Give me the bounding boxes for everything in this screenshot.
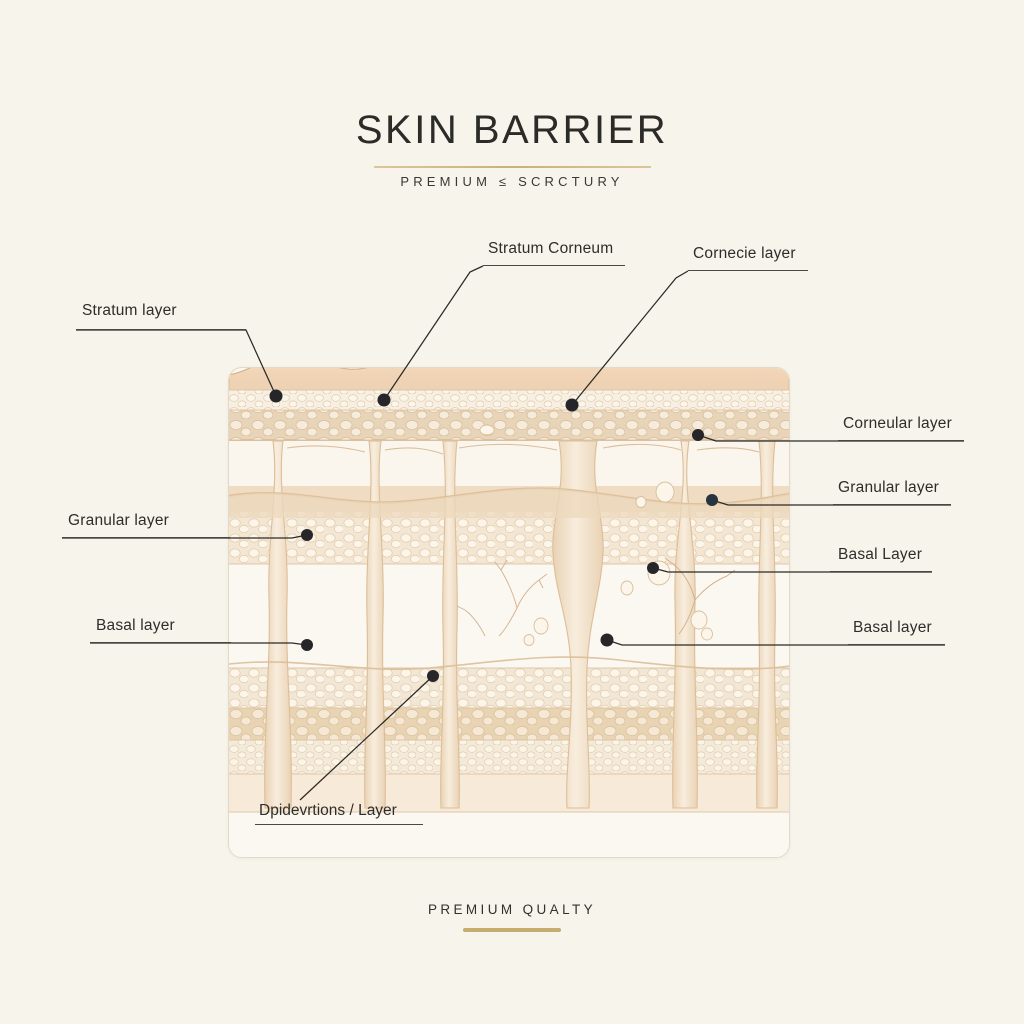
- label-text: Stratum layer: [82, 302, 177, 319]
- label-rule-granular-layer-right: [833, 504, 951, 506]
- label-rule-corneular-layer: [838, 440, 964, 442]
- label-rule-stratum-corneum: [483, 265, 625, 267]
- callout-label-stratum-corneum[interactable]: Stratum Corneum: [486, 240, 615, 261]
- cellular-structure-art: [229, 389, 789, 813]
- label-text: Granular layer: [838, 479, 940, 496]
- skin-cross-section-panel: Dpidevrtions / Layer: [228, 367, 790, 858]
- callout-label-granular-layer-left[interactable]: Granular layer: [66, 512, 171, 533]
- label-rule-basal-layer-left: [90, 642, 231, 644]
- callout-label-basal-layer-right[interactable]: Basal Layer: [836, 546, 924, 567]
- title-divider: [374, 166, 651, 168]
- label-text: Cornecie layer: [693, 245, 796, 262]
- label-text: Granular layer: [68, 512, 170, 529]
- label-rule-cornecie-layer: [688, 270, 808, 272]
- footer-caption: PREMIUM QUALTY: [427, 902, 597, 917]
- callout-label-granular-layer-right[interactable]: Granular layer: [836, 479, 941, 500]
- page-title: SKIN BARRIER: [355, 108, 669, 152]
- callout-label-basal-layer-right-2[interactable]: Basal layer: [851, 619, 934, 640]
- label-text: Stratum Corneum: [488, 240, 614, 257]
- label-rule-stratum-layer: [76, 329, 246, 331]
- label-rule-granular-layer-left: [62, 537, 230, 539]
- callout-label-stratum-layer[interactable]: Stratum layer: [80, 302, 179, 323]
- footer-divider: [463, 928, 561, 932]
- layer-band-base: [229, 812, 789, 857]
- label-rule-basal-layer-right: [830, 571, 932, 573]
- page-subtitle: PREMIUM ≤ SCRCTURY: [400, 174, 624, 189]
- callout-label-cornecie-layer[interactable]: Cornecie layer: [691, 245, 798, 266]
- epidermis-layer-label-rule: [255, 824, 423, 826]
- label-text: Basal layer: [853, 619, 932, 636]
- label-rule-basal-layer-right-2: [848, 644, 945, 646]
- callout-label-basal-layer-left[interactable]: Basal layer: [94, 617, 177, 638]
- epidermis-layer-label-text: Dpidevrtions / Layer: [259, 802, 397, 819]
- label-text: Corneular layer: [843, 415, 952, 432]
- callout-label-corneular-layer[interactable]: Corneular layer: [841, 415, 954, 436]
- label-text: Basal layer: [96, 617, 175, 634]
- label-text: Basal Layer: [838, 546, 923, 563]
